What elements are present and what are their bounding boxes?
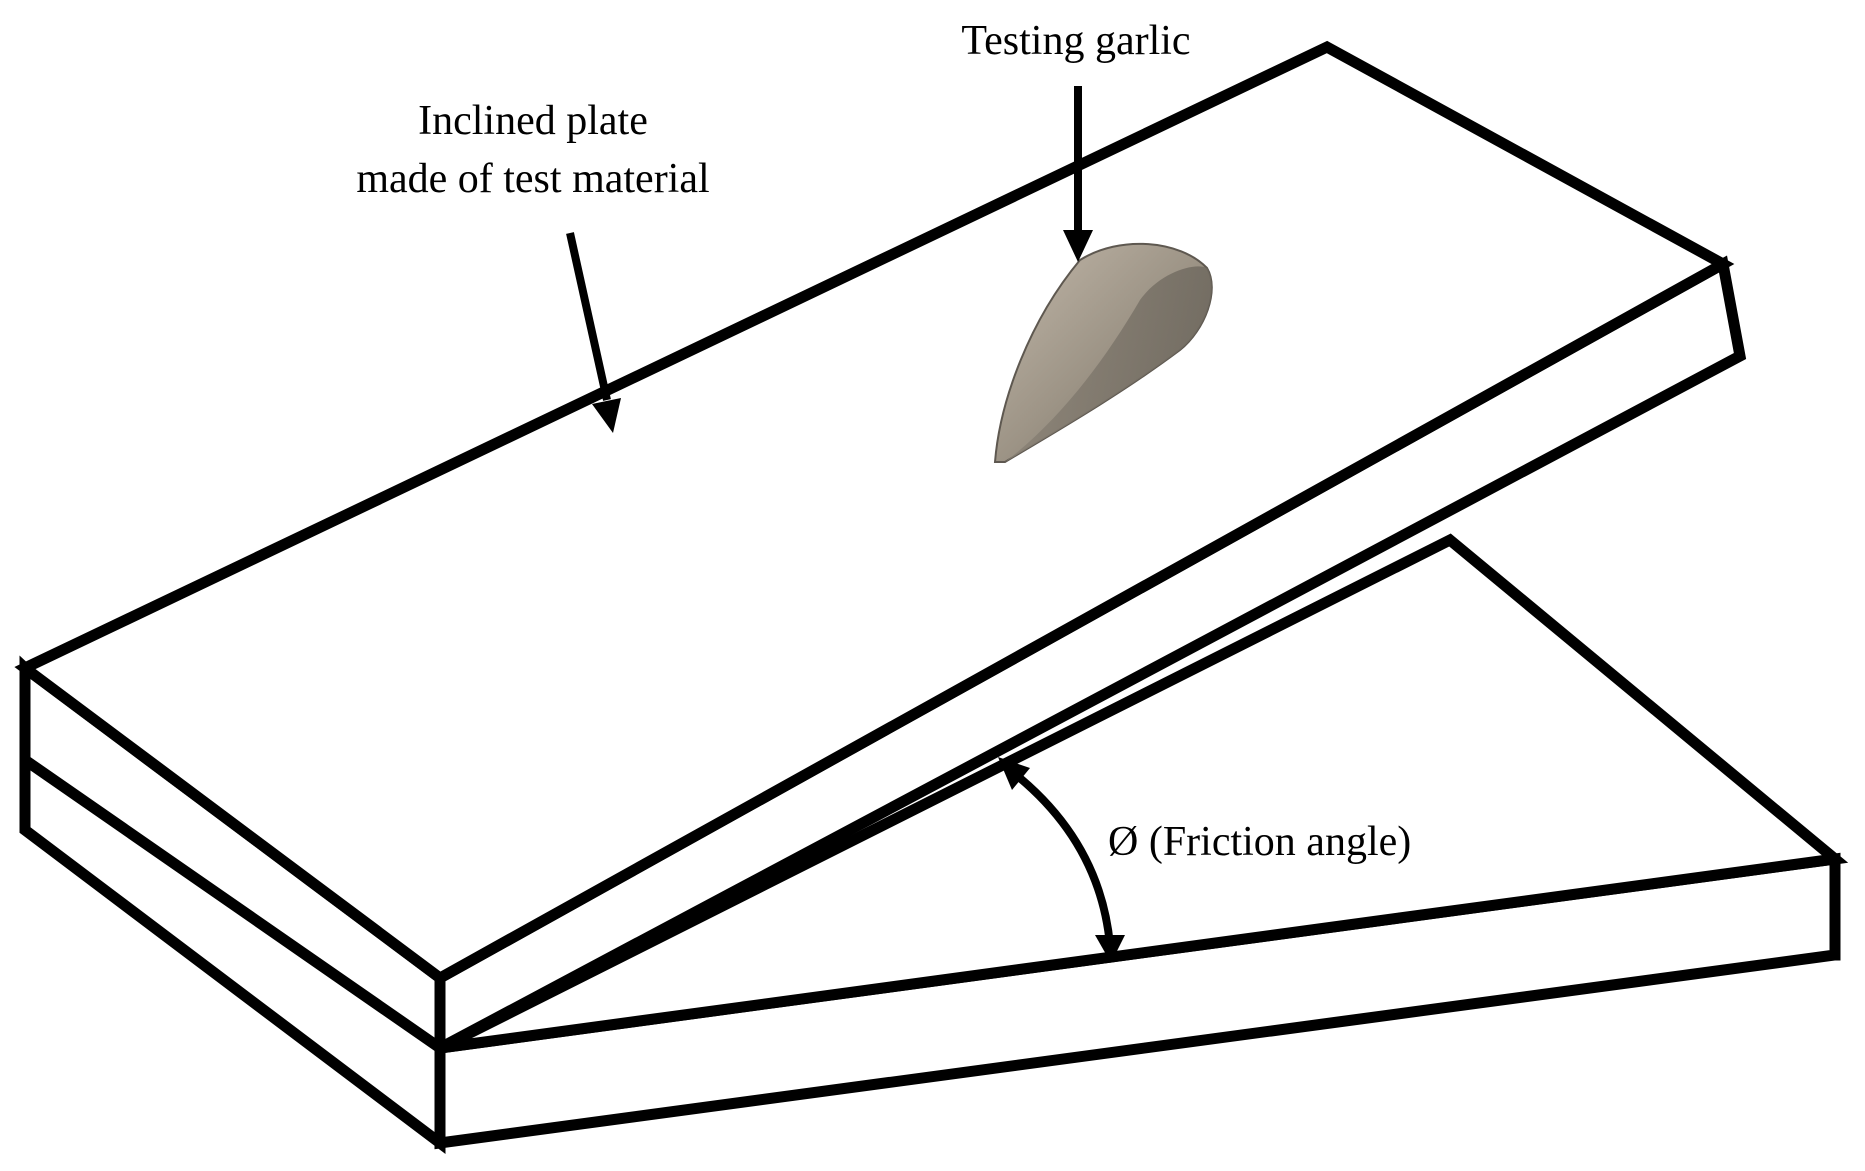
- garlic-label: Testing garlic: [961, 18, 1190, 64]
- plate-label-line1: Inclined plate: [418, 98, 648, 144]
- garlic-clove-shadow-side: [1005, 266, 1212, 462]
- angle-arrowhead-top: [998, 757, 1030, 790]
- inclined-plate-top-face: [14, 40, 1735, 985]
- friction-angle-arc: [998, 757, 1125, 963]
- plate-label-line2: made of test material: [356, 156, 709, 202]
- base-plate-top-face: [437, 533, 1849, 1054]
- inclined-plate: [14, 40, 1747, 1059]
- friction-angle-label: Ø (Friction angle): [1108, 819, 1411, 865]
- plate-leader-arrow: [566, 232, 621, 433]
- garlic-clove-icon: [993, 242, 1213, 463]
- angle-arrowhead-bottom: [1095, 935, 1125, 963]
- garlic-leader-arrow: [1063, 86, 1093, 262]
